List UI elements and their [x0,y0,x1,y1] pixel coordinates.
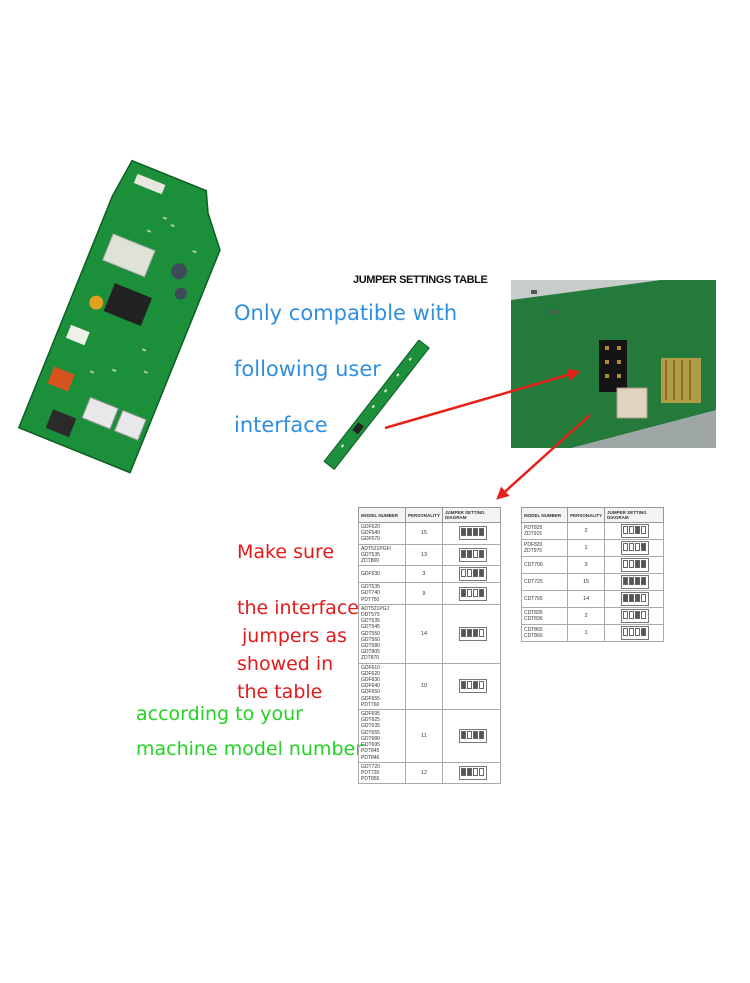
model-numbers-cell: ADT521PGF/ GDT535 ZDT800 [358,543,406,567]
compatibility-note-line1: Only compatible with [234,301,458,325]
model-numbers-cell: PDT825 ZDT915 [520,522,569,540]
model-numbers-cell: GDF520 GDF540 GDF570 [358,522,406,545]
jumper-diagram-icon [621,558,650,572]
compatibility-note-line3: interface [234,413,328,437]
table-row: GDF610 GDF620 GDF630 GDF640 GDF650 GDF65… [358,662,502,711]
model-numbers-cell: GDF530 [358,565,406,584]
personality-cell: 14 [404,603,443,664]
model-numbers-cell: GDT535 GDT740 PDT750 [358,582,406,605]
jumper-diagram-icon [621,541,650,555]
personality-cell: 1 [567,624,606,642]
jumper-diagram-icon [458,567,487,582]
model-note-line2: machine model number [136,738,364,760]
jumper-closeup-photo [511,280,716,448]
col-jumper-diagram: JUMPER SETTING DIAGRAM [441,507,502,523]
jumper-diagram-cell [441,565,502,584]
model-numbers-cell: CDT835 CDT836 [520,607,569,625]
jumper-diagram-icon [458,728,487,743]
col-jumper-diagram: JUMPER SETTING DIAGRAM [604,507,664,523]
jumper-diagram-cell [441,662,502,711]
col-personality: PERSONALITY [404,507,443,523]
personality-cell: 2 [567,607,606,625]
personality-cell: 15 [404,522,443,545]
jumper-diagram-icon [621,575,650,589]
personality-cell: 14 [567,590,606,608]
model-numbers-cell: CDT706 [520,556,569,574]
model-numbers-cell: ADT521PGJ DDT575 GDT535 GDT545 GDT550 GD… [358,603,406,664]
personality-cell: 13 [404,543,443,567]
model-numbers-cell: GDF695 GDT625 GDT635 GDT655 GDT680 GDT69… [358,709,406,763]
col-model-number: MODEL NUMBER [520,507,569,523]
jumper-diagram-cell [604,573,664,591]
jumper-diagram-icon [621,626,650,640]
instruction-line3: jumpers as [242,625,347,647]
instruction-line2: the interface [237,597,359,619]
user-interface-board-image [323,340,430,470]
model-note-line1: according to your [136,703,303,725]
personality-cell: 3 [404,565,443,584]
jumper-diagram-icon [621,592,650,606]
personality-cell: 2 [567,522,606,540]
jumper-diagram-icon [458,547,487,562]
jumper-diagram-cell [441,543,502,567]
jumper-diagram-icon [621,609,650,623]
jumper-diagram-cell [441,603,502,664]
model-numbers-cell: GDF610 GDF620 GDF630 GDF640 GDF650 GDF65… [358,662,406,711]
personality-cell: 11 [404,709,443,763]
instruction-line1: Make sure [237,541,335,563]
jumper-settings-title: JUMPER SETTINGS TABLE [353,274,488,286]
jumper-diagram-cell [604,522,664,540]
model-numbers-cell: PDF820 ZDT975 [520,539,569,557]
jumper-diagram-cell [604,607,664,625]
jumper-diagram-cell [604,556,664,574]
pointer-arrows [384,368,591,500]
jumper-table-left: MODEL NUMBER PERSONALITY JUMPER SETTING … [358,507,502,785]
model-numbers-cell: CDT865 CDT866 [520,624,569,642]
jumper-diagram-cell [604,590,664,608]
compatibility-note-line2: following user [234,357,381,381]
instruction-line5: the table [237,681,323,703]
personality-cell: 9 [404,582,443,605]
personality-cell: 12 [404,761,443,785]
jumper-diagram-cell [441,522,502,545]
table-row: GDF695 GDT625 GDT635 GDT655 GDT680 GDT69… [358,709,502,763]
personality-cell: 10 [404,662,443,711]
col-personality: PERSONALITY [567,507,606,523]
main-control-board-image [17,159,221,474]
jumper-diagram-cell [604,539,664,557]
jumper-diagram-icon [458,526,487,541]
col-model-number: MODEL NUMBER [358,507,406,523]
personality-cell: 15 [567,573,606,591]
jumper-diagram-icon [621,524,650,538]
model-numbers-cell: GDT720 PDT720 PDT855 [358,761,406,785]
model-numbers-cell: CDT725 [520,573,569,591]
model-numbers-cell: CDT765 [520,590,569,608]
jumper-diagram-cell [441,761,502,785]
personality-cell: 1 [567,539,606,557]
jumper-table-right: MODEL NUMBER PERSONALITY JUMPER SETTING … [520,507,664,642]
jumper-diagram-cell [604,624,664,642]
jumper-diagram-icon [458,586,487,601]
jumper-diagram-cell [441,709,502,763]
personality-cell: 3 [567,556,606,574]
jumper-diagram-icon [458,626,487,641]
jumper-diagram-icon [458,679,487,694]
table-row: ADT521PGJ DDT575 GDT535 GDT545 GDT550 GD… [358,603,502,664]
jumper-diagram-cell [441,582,502,605]
instruction-line4: showed in [237,653,334,675]
jumper-diagram-icon [458,766,487,780]
